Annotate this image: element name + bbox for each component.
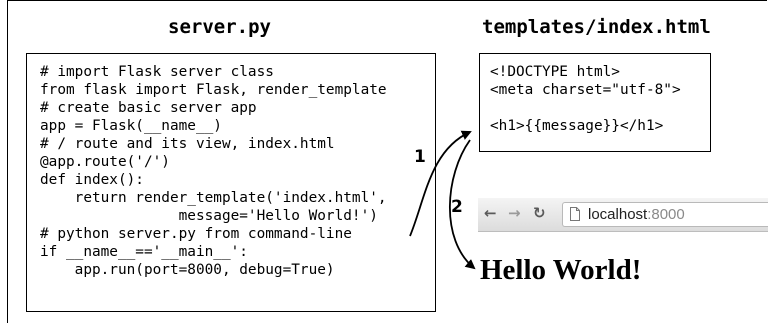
code-line: message='Hello World!') bbox=[40, 208, 378, 224]
server-code: # import Flask server class from flask im… bbox=[40, 63, 387, 279]
code-line: @app.route('/') bbox=[40, 154, 170, 170]
url-text: localhost:8000 bbox=[588, 206, 685, 223]
address-bar[interactable]: localhost:8000 bbox=[562, 202, 768, 227]
back-arrow-icon[interactable]: ← bbox=[484, 204, 497, 222]
code-line: from flask import Flask, render_template bbox=[40, 82, 387, 98]
url-host: localhost bbox=[588, 206, 648, 223]
url-port: :8000 bbox=[647, 206, 685, 223]
forward-arrow-icon[interactable]: → bbox=[508, 204, 521, 222]
code-line: app.run(port=8000, debug=True) bbox=[40, 262, 335, 278]
code-line: # create basic server app bbox=[40, 100, 257, 116]
outer-frame bbox=[7, 0, 767, 323]
browser-toolbar: ← → ↻ localhost:8000 bbox=[478, 198, 768, 232]
reload-icon[interactable]: ↻ bbox=[533, 204, 546, 222]
code-line: def index(): bbox=[40, 172, 144, 188]
code-line: <h1>{{message}}</h1> bbox=[490, 118, 664, 134]
code-line: <meta charset="utf-8"> bbox=[490, 82, 681, 98]
arrow-2 bbox=[449, 139, 476, 270]
step-1-label: 1 bbox=[414, 147, 426, 167]
template-code-box: <!DOCTYPE html> <meta charset="utf-8"> <h1… bbox=[479, 53, 711, 152]
code-line: # python server.py from command-line bbox=[40, 226, 352, 242]
code-line: # / route and its view, index.html bbox=[40, 136, 335, 152]
page-icon bbox=[570, 207, 580, 221]
code-line: <!DOCTYPE html> bbox=[490, 64, 620, 80]
server-file-title: server.py bbox=[168, 16, 271, 38]
rendered-heading: Hello World! bbox=[480, 254, 642, 286]
template-file-title: templates/index.html bbox=[482, 16, 711, 38]
template-code: <!DOCTYPE html> <meta charset="utf-8"> <h1… bbox=[490, 63, 681, 135]
code-line: return render_template('index.html', bbox=[40, 190, 387, 206]
step-2-label: 2 bbox=[451, 197, 463, 217]
code-line: # import Flask server class bbox=[40, 64, 274, 80]
server-code-box: # import Flask server class from flask im… bbox=[26, 53, 436, 312]
code-line: if __name__=='__main__': bbox=[40, 244, 248, 260]
code-line: app = Flask(__name__) bbox=[40, 118, 222, 134]
arrow-1 bbox=[409, 130, 472, 237]
